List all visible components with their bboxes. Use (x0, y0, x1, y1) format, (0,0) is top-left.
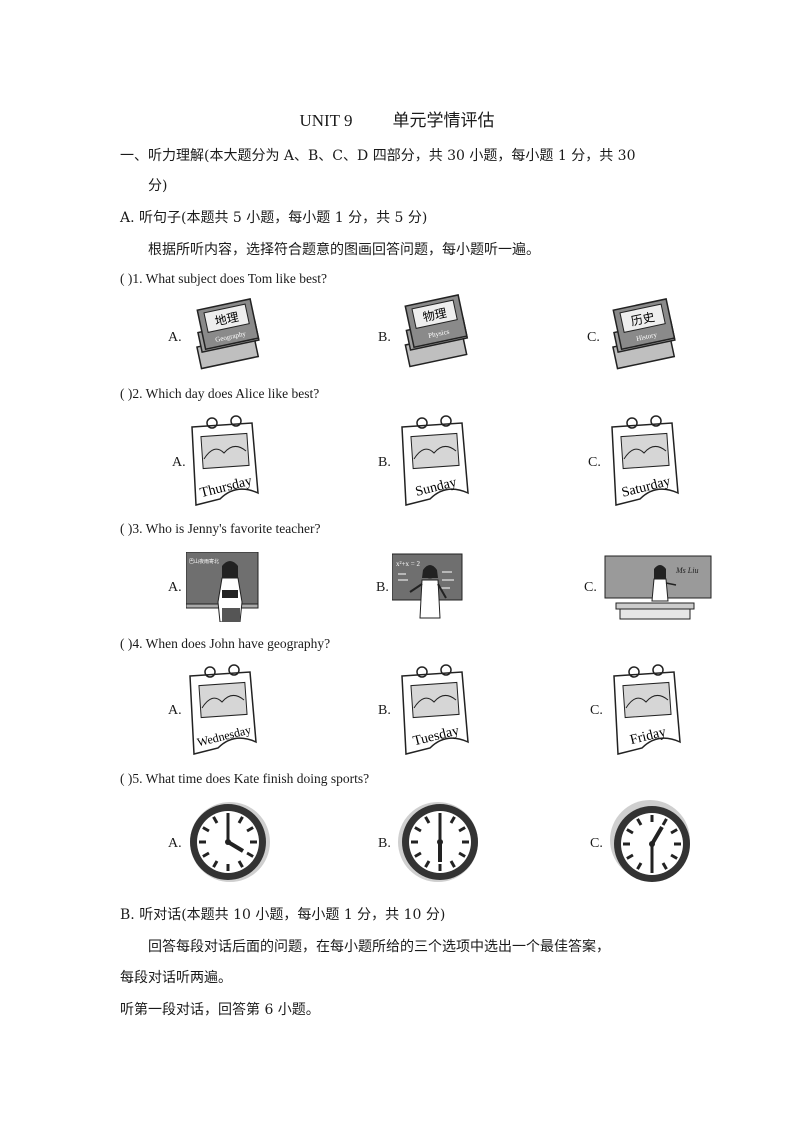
clock-tick (202, 851, 210, 858)
teacher-english-image: Ms Liu (604, 555, 712, 620)
clock-tick (424, 816, 431, 824)
clock-tick (626, 828, 634, 835)
q3-option-a-label: A. (168, 580, 182, 595)
book-c-cn: 历史 (630, 310, 656, 329)
book-b-cn: 物理 (422, 306, 448, 325)
board-c-text: Ms Liu (675, 566, 698, 575)
clock-tick (212, 816, 219, 824)
question-3: ( )3. Who is Jenny's favorite teacher? (120, 521, 321, 536)
teacher-math-image: x²+x = 2 (392, 553, 463, 619)
question-2: ( )2. Which day does Alice like best? (120, 386, 320, 401)
clock-tick (414, 826, 422, 833)
calendar-thursday-image: Thursday (191, 415, 259, 506)
q5-option-c-label: C. (590, 836, 603, 851)
board-b-text: x²+x = 2 (396, 560, 420, 568)
teacher-chinese-image: 巴山夜雨寄北 (186, 552, 259, 622)
part-a-heading: A. 听句子(本题共 5 小题，每小题 1 分，共 5 分) (120, 210, 428, 226)
clock-tick (449, 816, 456, 824)
calendar-sunday-image: Sunday (401, 415, 469, 506)
clock-tick (414, 851, 422, 858)
q2-option-a-label: A. (172, 455, 186, 470)
clock-tick (661, 818, 668, 826)
clock-tick (458, 851, 466, 858)
clock-tick (424, 860, 431, 868)
clock-b-image (398, 802, 478, 882)
clock-tick (237, 860, 244, 868)
question-5: ( )5. What time does Kate finish doing s… (120, 771, 370, 786)
q2-option-b-label: B. (378, 455, 391, 470)
q1-option-a-label: A. (168, 330, 182, 345)
clock-tick (246, 826, 254, 833)
clock-tick (636, 818, 643, 826)
q5-option-a-label: A. (168, 836, 182, 851)
clock-tick (670, 828, 678, 835)
book-history-image: 历史 History (612, 298, 676, 370)
clock-tick (237, 816, 244, 824)
clock-tick (626, 853, 634, 860)
q3-option-c-label: C. (584, 580, 597, 595)
calendar-saturday-image: Saturday (611, 415, 679, 506)
clock-a-image (190, 802, 270, 882)
question-4: ( )4. When does John have geography? (120, 636, 331, 651)
question-1: ( )1. What subject does Tom like best? (120, 271, 328, 286)
dialogue-1-instruction: 听第一段对话，回答第 6 小题。 (120, 1002, 320, 1018)
q1-option-b-label: B. (378, 330, 391, 345)
clock-tick (202, 826, 210, 833)
board-a-text: 巴山夜雨寄北 (189, 558, 219, 565)
clock-tick (458, 826, 466, 833)
q2-option-c-label: C. (588, 455, 601, 470)
calendar-friday-image: Friday (613, 664, 681, 755)
q3-option-b-label: B. (376, 580, 389, 595)
clock-c-image (610, 800, 690, 882)
section-heading-cont: 分) (148, 178, 168, 194)
clock-tick (449, 860, 456, 868)
book-a-cn: 地理 (214, 310, 240, 329)
clock-tick (212, 860, 219, 868)
clock-tick (661, 862, 668, 870)
q5-option-b-label: B. (378, 836, 391, 851)
book-geography-image: 地理 Geography (196, 298, 260, 370)
q1-option-c-label: C. (587, 330, 600, 345)
q4-option-b-label: B. (378, 703, 391, 718)
clock-tick (246, 851, 254, 858)
clock-tick (636, 862, 643, 870)
section-heading: 一、听力理解(本大题分为 A、B、C、D 四部分，共 30 小题，每小题 1 分… (120, 148, 636, 164)
book-physics-image: 物理 Physics (404, 294, 469, 368)
part-a-instruction: 根据所听内容，选择符合题意的图画回答问题，每小题听一遍。 (148, 242, 540, 258)
assessment-title: 单元学情评估 (392, 111, 495, 131)
page-title: UNIT 9 单元学情评估 (0, 106, 794, 131)
q4-option-a-label: A. (168, 703, 182, 718)
unit-label: UNIT 9 (299, 111, 353, 130)
calendar-wednesday-image: Wednesday (189, 664, 257, 755)
part-b-instruction-cont: 每段对话听两遍。 (120, 970, 232, 986)
part-b-heading: B. 听对话(本题共 10 小题，每小题 1 分，共 10 分) (120, 907, 446, 923)
part-b-instruction: 回答每段对话后面的问题，在每小题所给的三个选项中选出一个最佳答案， (148, 939, 610, 955)
q4-option-c-label: C. (590, 703, 603, 718)
clock-tick (670, 853, 678, 860)
calendar-tuesday-image: Tuesday (401, 664, 469, 755)
